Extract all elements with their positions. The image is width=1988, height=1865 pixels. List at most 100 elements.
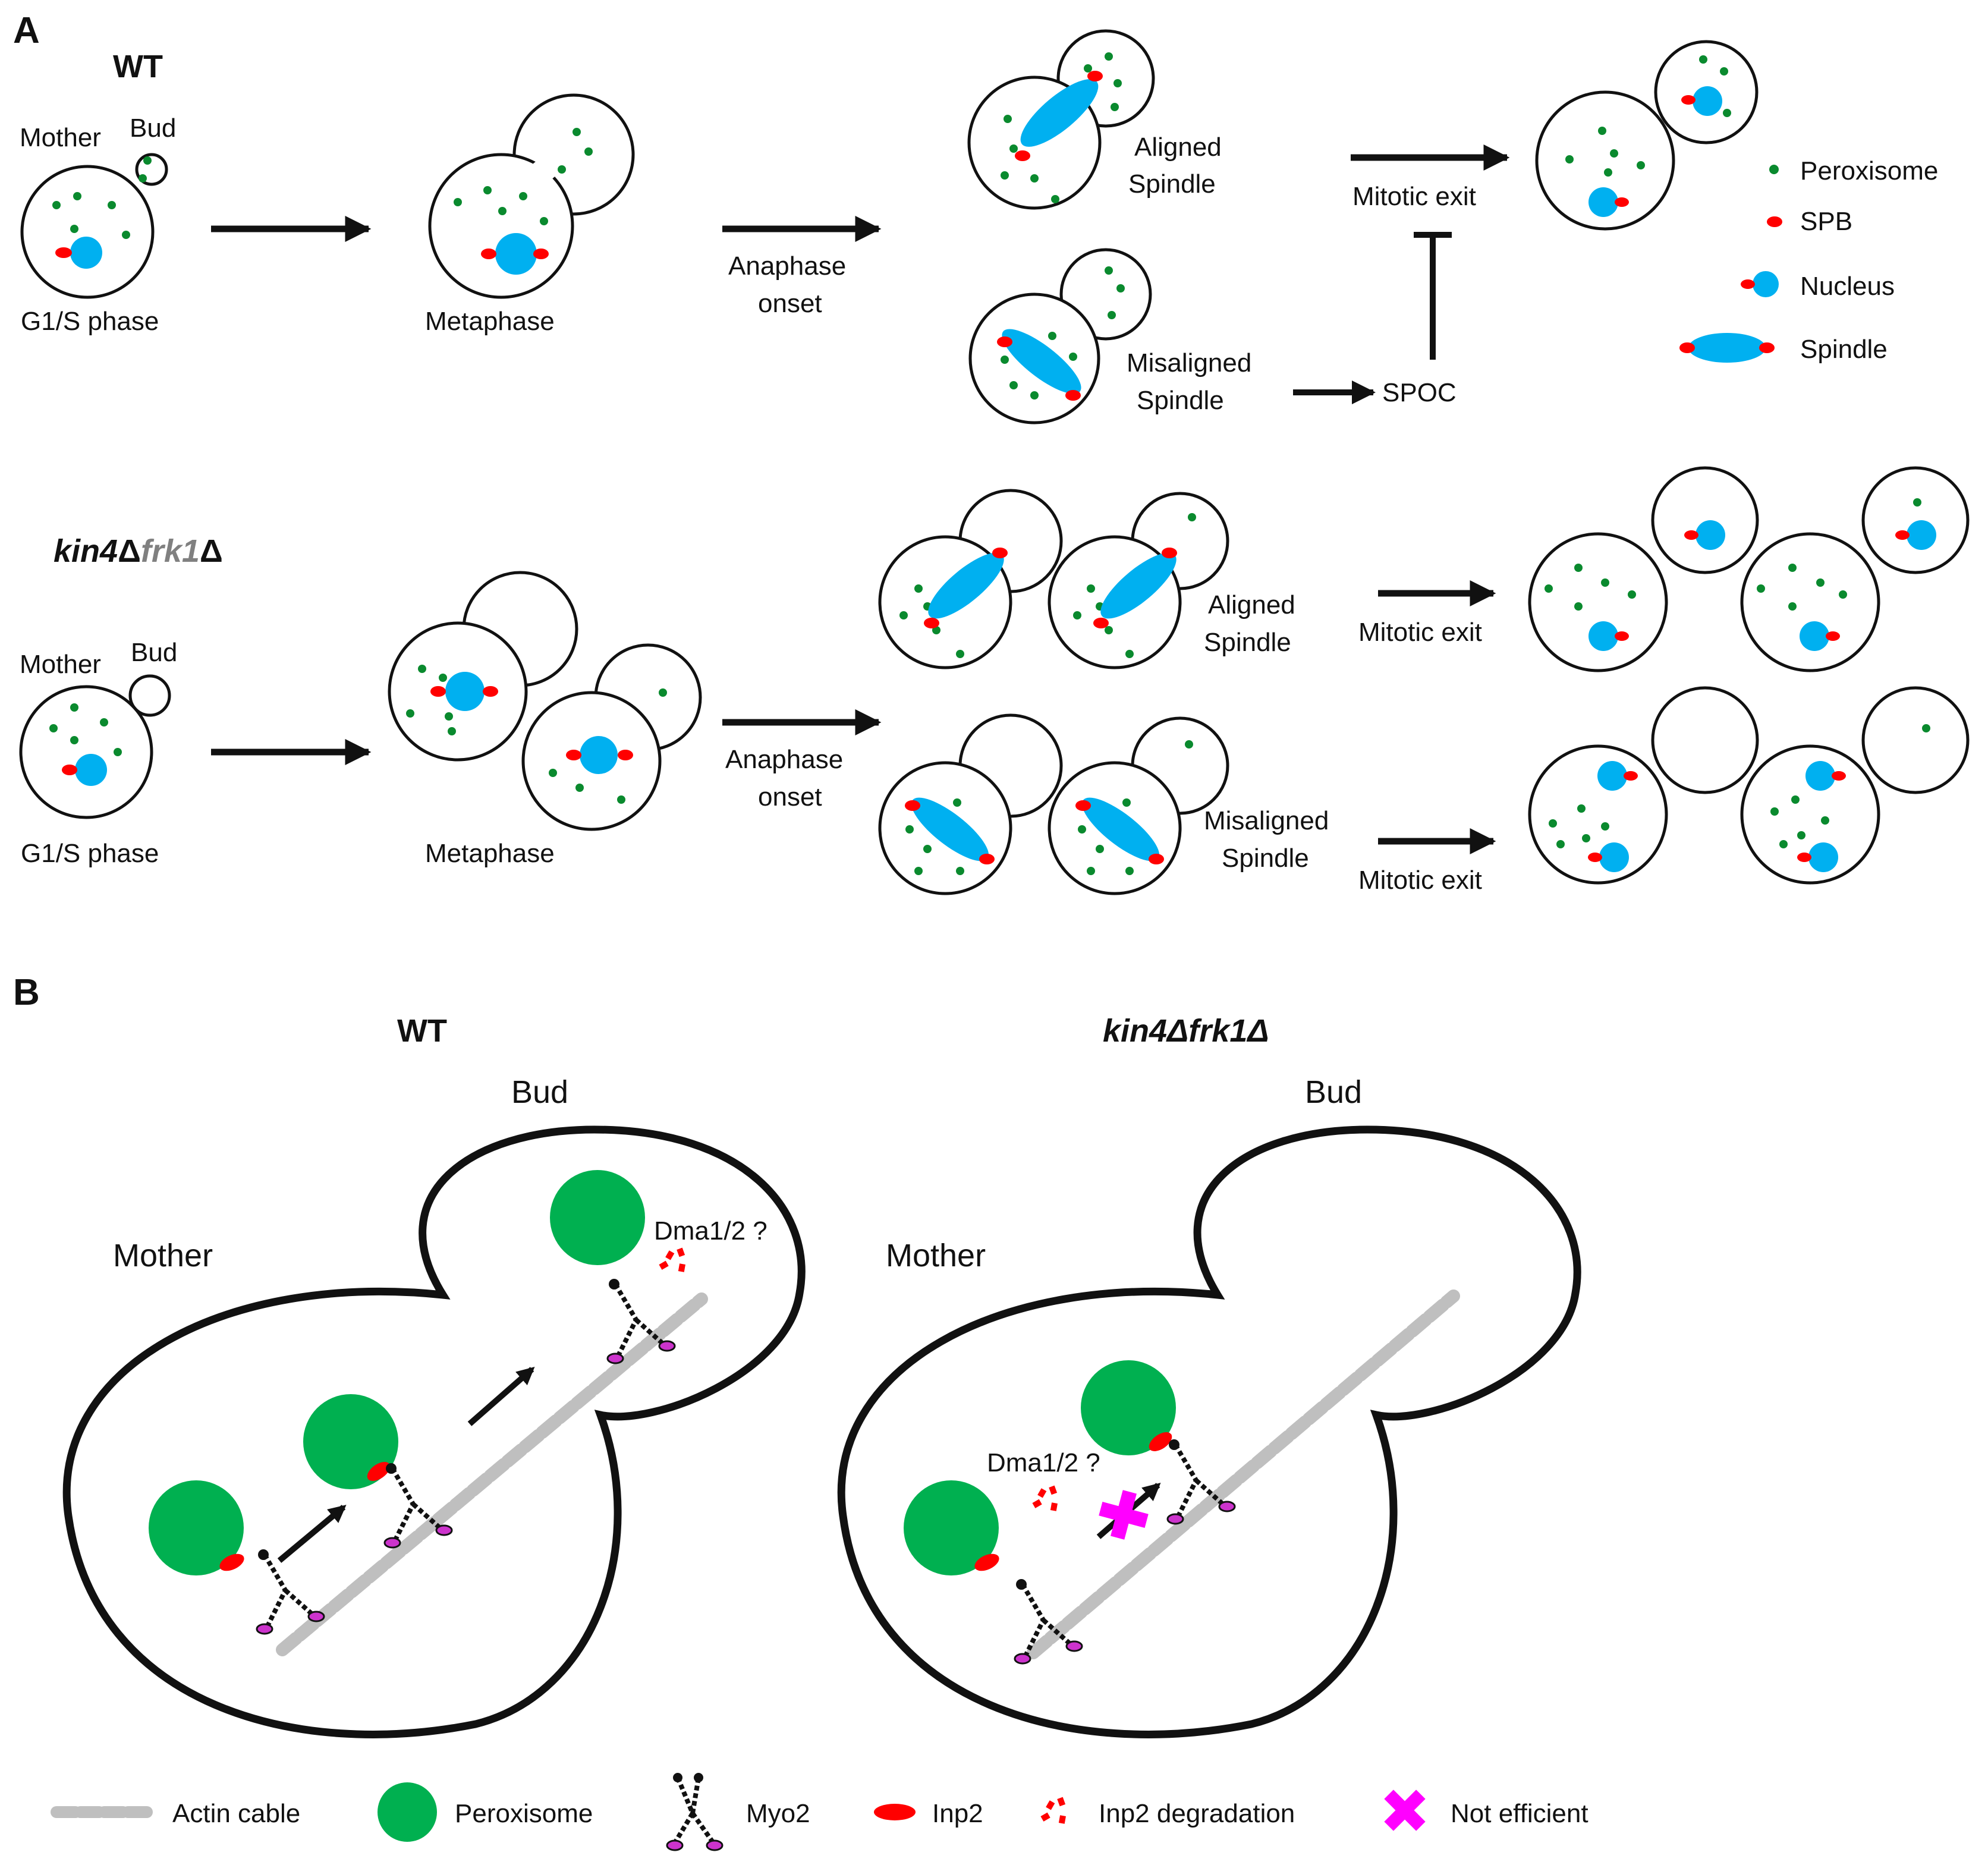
spb-right (618, 750, 633, 760)
nucleus (70, 237, 102, 269)
legend-myo2-text: Myo2 (746, 1799, 810, 1828)
legend-nucleus-text: Nucleus (1800, 272, 1895, 301)
spb-right (483, 686, 498, 697)
peroxisome-dots (1549, 724, 1930, 848)
spb-mother (924, 618, 939, 628)
mother-outline (19, 685, 153, 819)
nucleus-daughter-2 (1907, 520, 1936, 550)
legend-peroxisome-text: Peroxisome (1800, 156, 1938, 185)
bud-outline (128, 674, 171, 717)
legend-not-efficient-text: Not efficient (1451, 1799, 1588, 1828)
spindle (1002, 329, 1081, 394)
legend-spb-text: SPB (1800, 207, 1852, 236)
spb-bottom (979, 854, 995, 864)
wt-misaligned-cell (968, 248, 1152, 424)
wt-metaphase-cell (428, 93, 635, 299)
mutant-aligned-cell-1 (878, 489, 1063, 669)
spb-left (566, 750, 581, 760)
mutant-actin-cable (1027, 1290, 1460, 1659)
spb-mother (1615, 197, 1629, 207)
peroxisome-dots (1001, 266, 1125, 400)
wt-actin-cable (276, 1292, 708, 1656)
mutant-misaligned-cell-2 (1048, 716, 1229, 895)
nucleus-bottom-1 (1599, 842, 1629, 872)
wt-peroxisome-mother (149, 1480, 244, 1575)
legend-peroxisome-swatch (378, 1782, 437, 1842)
mutant-misaligned-line1: Misaligned (1204, 806, 1329, 835)
wt-aligned-line2: Spindle (1128, 169, 1216, 199)
nucleus-mother-1 (1588, 621, 1618, 651)
nucleus (580, 736, 618, 774)
nucleus (75, 754, 107, 786)
mutant-not-efficient-mark (1099, 1490, 1149, 1540)
peroxisome-dots (1545, 498, 1921, 611)
nucleus-daughter (1693, 86, 1722, 116)
wt-myo2-3 (606, 1279, 676, 1364)
mutant-title-delta1: Δ (118, 533, 141, 569)
panel-b-legend: Actin cable Peroxisome Myo2 Inp2 Inp2 de… (51, 1773, 1588, 1851)
mutant-bud-label: Bud (131, 638, 177, 667)
nucleus-mother-2 (1800, 621, 1829, 651)
daughter-outline-1 (1651, 466, 1759, 574)
mutant-myo2-2 (1166, 1439, 1236, 1525)
wt-b-mother-label: Mother (113, 1238, 213, 1273)
mother-outline (20, 165, 155, 299)
legend-inp2-swatch (874, 1804, 916, 1820)
wt-metaphase-label: Metaphase (425, 307, 555, 336)
daughter-outline-2 (1861, 466, 1970, 574)
legend-myo2-swatch (666, 1773, 724, 1851)
spindle (1100, 552, 1177, 619)
mutant-aligned-line2: Spindle (1204, 628, 1291, 657)
legend-not-efficient-swatch (1384, 1789, 1426, 1831)
legend-inp2-text: Inp2 (932, 1799, 983, 1828)
nucleus-top-1 (1597, 761, 1627, 791)
mother-outline-1 (1528, 744, 1668, 885)
mother-outline-1 (1528, 532, 1668, 672)
legend-actin-text: Actin cable (172, 1799, 300, 1828)
mutant-peroxisome-moving (1081, 1360, 1176, 1455)
spb-bottom (1065, 390, 1081, 401)
legend-degradation-text: Inp2 degradation (1099, 1799, 1295, 1828)
spb-mother-1 (1615, 631, 1629, 641)
mutant-inp2-mother (974, 1553, 999, 1571)
spindle (928, 552, 1004, 619)
mutant-mitotic-exit-aligned: Mitotic exit (1358, 618, 1482, 647)
mutant-anaphase-line1: Anaphase (725, 745, 843, 774)
wt-aligned-cell (967, 29, 1155, 210)
mutant-misaligned-line2: Spindle (1222, 844, 1309, 873)
mutant-metaphase-label: Metaphase (425, 839, 555, 868)
spb (55, 247, 72, 258)
wt-b-bud-label: Bud (511, 1074, 568, 1110)
wt-peroxisome-middle (303, 1394, 398, 1489)
wt-misaligned-line2: Spindle (1137, 386, 1224, 415)
mother-outline-2 (1740, 744, 1880, 885)
wt-g1s-label: G1/S phase (21, 307, 159, 336)
nucleus (495, 233, 537, 275)
mutant-title-kin4: kin4 (54, 533, 118, 569)
spb-mother-2 (1826, 631, 1840, 641)
mutant-b-mother-label: Mother (886, 1238, 986, 1273)
wt-mother-label: Mother (20, 123, 101, 152)
mutant-misaligned-cell-1 (878, 713, 1063, 895)
wt-arrow-1 (277, 1505, 347, 1563)
mutant-mother-label: Mother (20, 650, 101, 679)
wt-g1s-cell (20, 153, 168, 299)
nucleus-top-2 (1805, 761, 1835, 791)
peroxisome-dots (1078, 740, 1193, 875)
mutant-big-cell-outline (837, 1125, 1581, 1738)
wt-inp2-mother (219, 1553, 244, 1571)
mutant-metaphase-cell-1 (388, 571, 578, 762)
mutant-myo2-1 (1014, 1579, 1083, 1665)
daughter-outline-1 (1651, 686, 1759, 794)
spb-bottom-2 (1797, 853, 1811, 862)
mutant-aligned-line1: Aligned (1208, 590, 1295, 619)
wt-inp2-degradation (659, 1247, 685, 1272)
panel-a-legend: Peroxisome SPB Nucleus Spindle (1679, 156, 1938, 364)
spb-left (430, 686, 446, 697)
peroxisome-dots (49, 703, 122, 756)
legend-peroxisome-swatch (1769, 165, 1779, 174)
legend-spindle-spb-left (1679, 342, 1695, 353)
spb-top-2 (1832, 771, 1846, 781)
spb-top (1075, 800, 1091, 811)
peroxisome-dots (1565, 55, 1731, 177)
